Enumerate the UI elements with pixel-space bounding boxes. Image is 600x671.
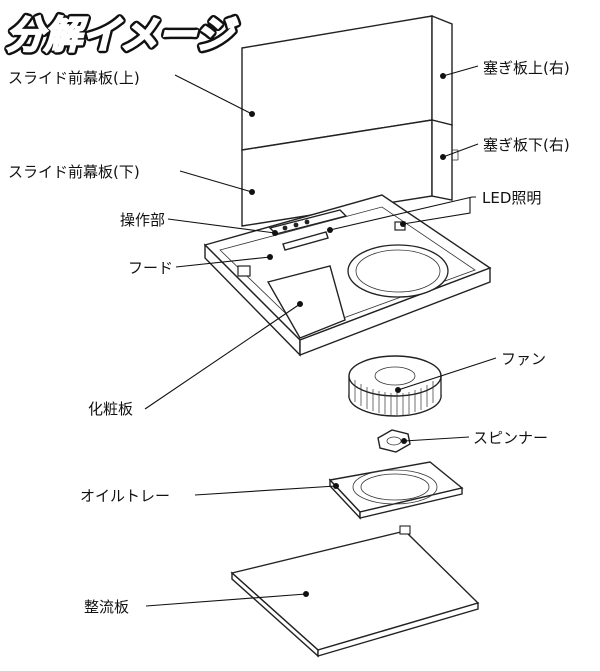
filler-upper-right-panel bbox=[431, 14, 453, 126]
label-filler-lower-right: 塞ぎ板下(右) bbox=[483, 136, 570, 154]
filler-lower-right-panel bbox=[431, 119, 453, 201]
label-slide-front-lower: スライド前幕板(下) bbox=[8, 163, 140, 181]
hood-bracket bbox=[237, 265, 251, 277]
page-title: 分解イメージ bbox=[6, 13, 238, 57]
label-fan: ファン bbox=[501, 350, 546, 368]
fan-intake-opening bbox=[347, 244, 449, 298]
decorative-panel-shape bbox=[266, 265, 346, 339]
label-spinner: スピンナー bbox=[473, 429, 548, 447]
oil-tray-part bbox=[328, 461, 464, 520]
rectifier-plate-part bbox=[230, 525, 480, 658]
upper-cabinet bbox=[241, 14, 459, 227]
label-oil-tray: オイルトレー bbox=[80, 487, 170, 505]
label-rectifier-plate: 整流板 bbox=[84, 598, 129, 616]
fan-part bbox=[348, 355, 442, 417]
label-hood: フード bbox=[128, 259, 173, 277]
led-light-bar bbox=[282, 231, 329, 251]
label-filler-upper-right: 塞ぎ板上(右) bbox=[483, 59, 570, 77]
title-outline: 分解イメージ bbox=[6, 13, 238, 57]
label-slide-front-upper: スライド前幕板(上) bbox=[8, 69, 140, 87]
label-decorative-panel: 化粧板 bbox=[88, 400, 133, 418]
label-control-panel: 操作部 bbox=[120, 211, 165, 229]
label-led-light: LED照明 bbox=[482, 189, 541, 207]
leader-lines bbox=[144, 65, 497, 607]
